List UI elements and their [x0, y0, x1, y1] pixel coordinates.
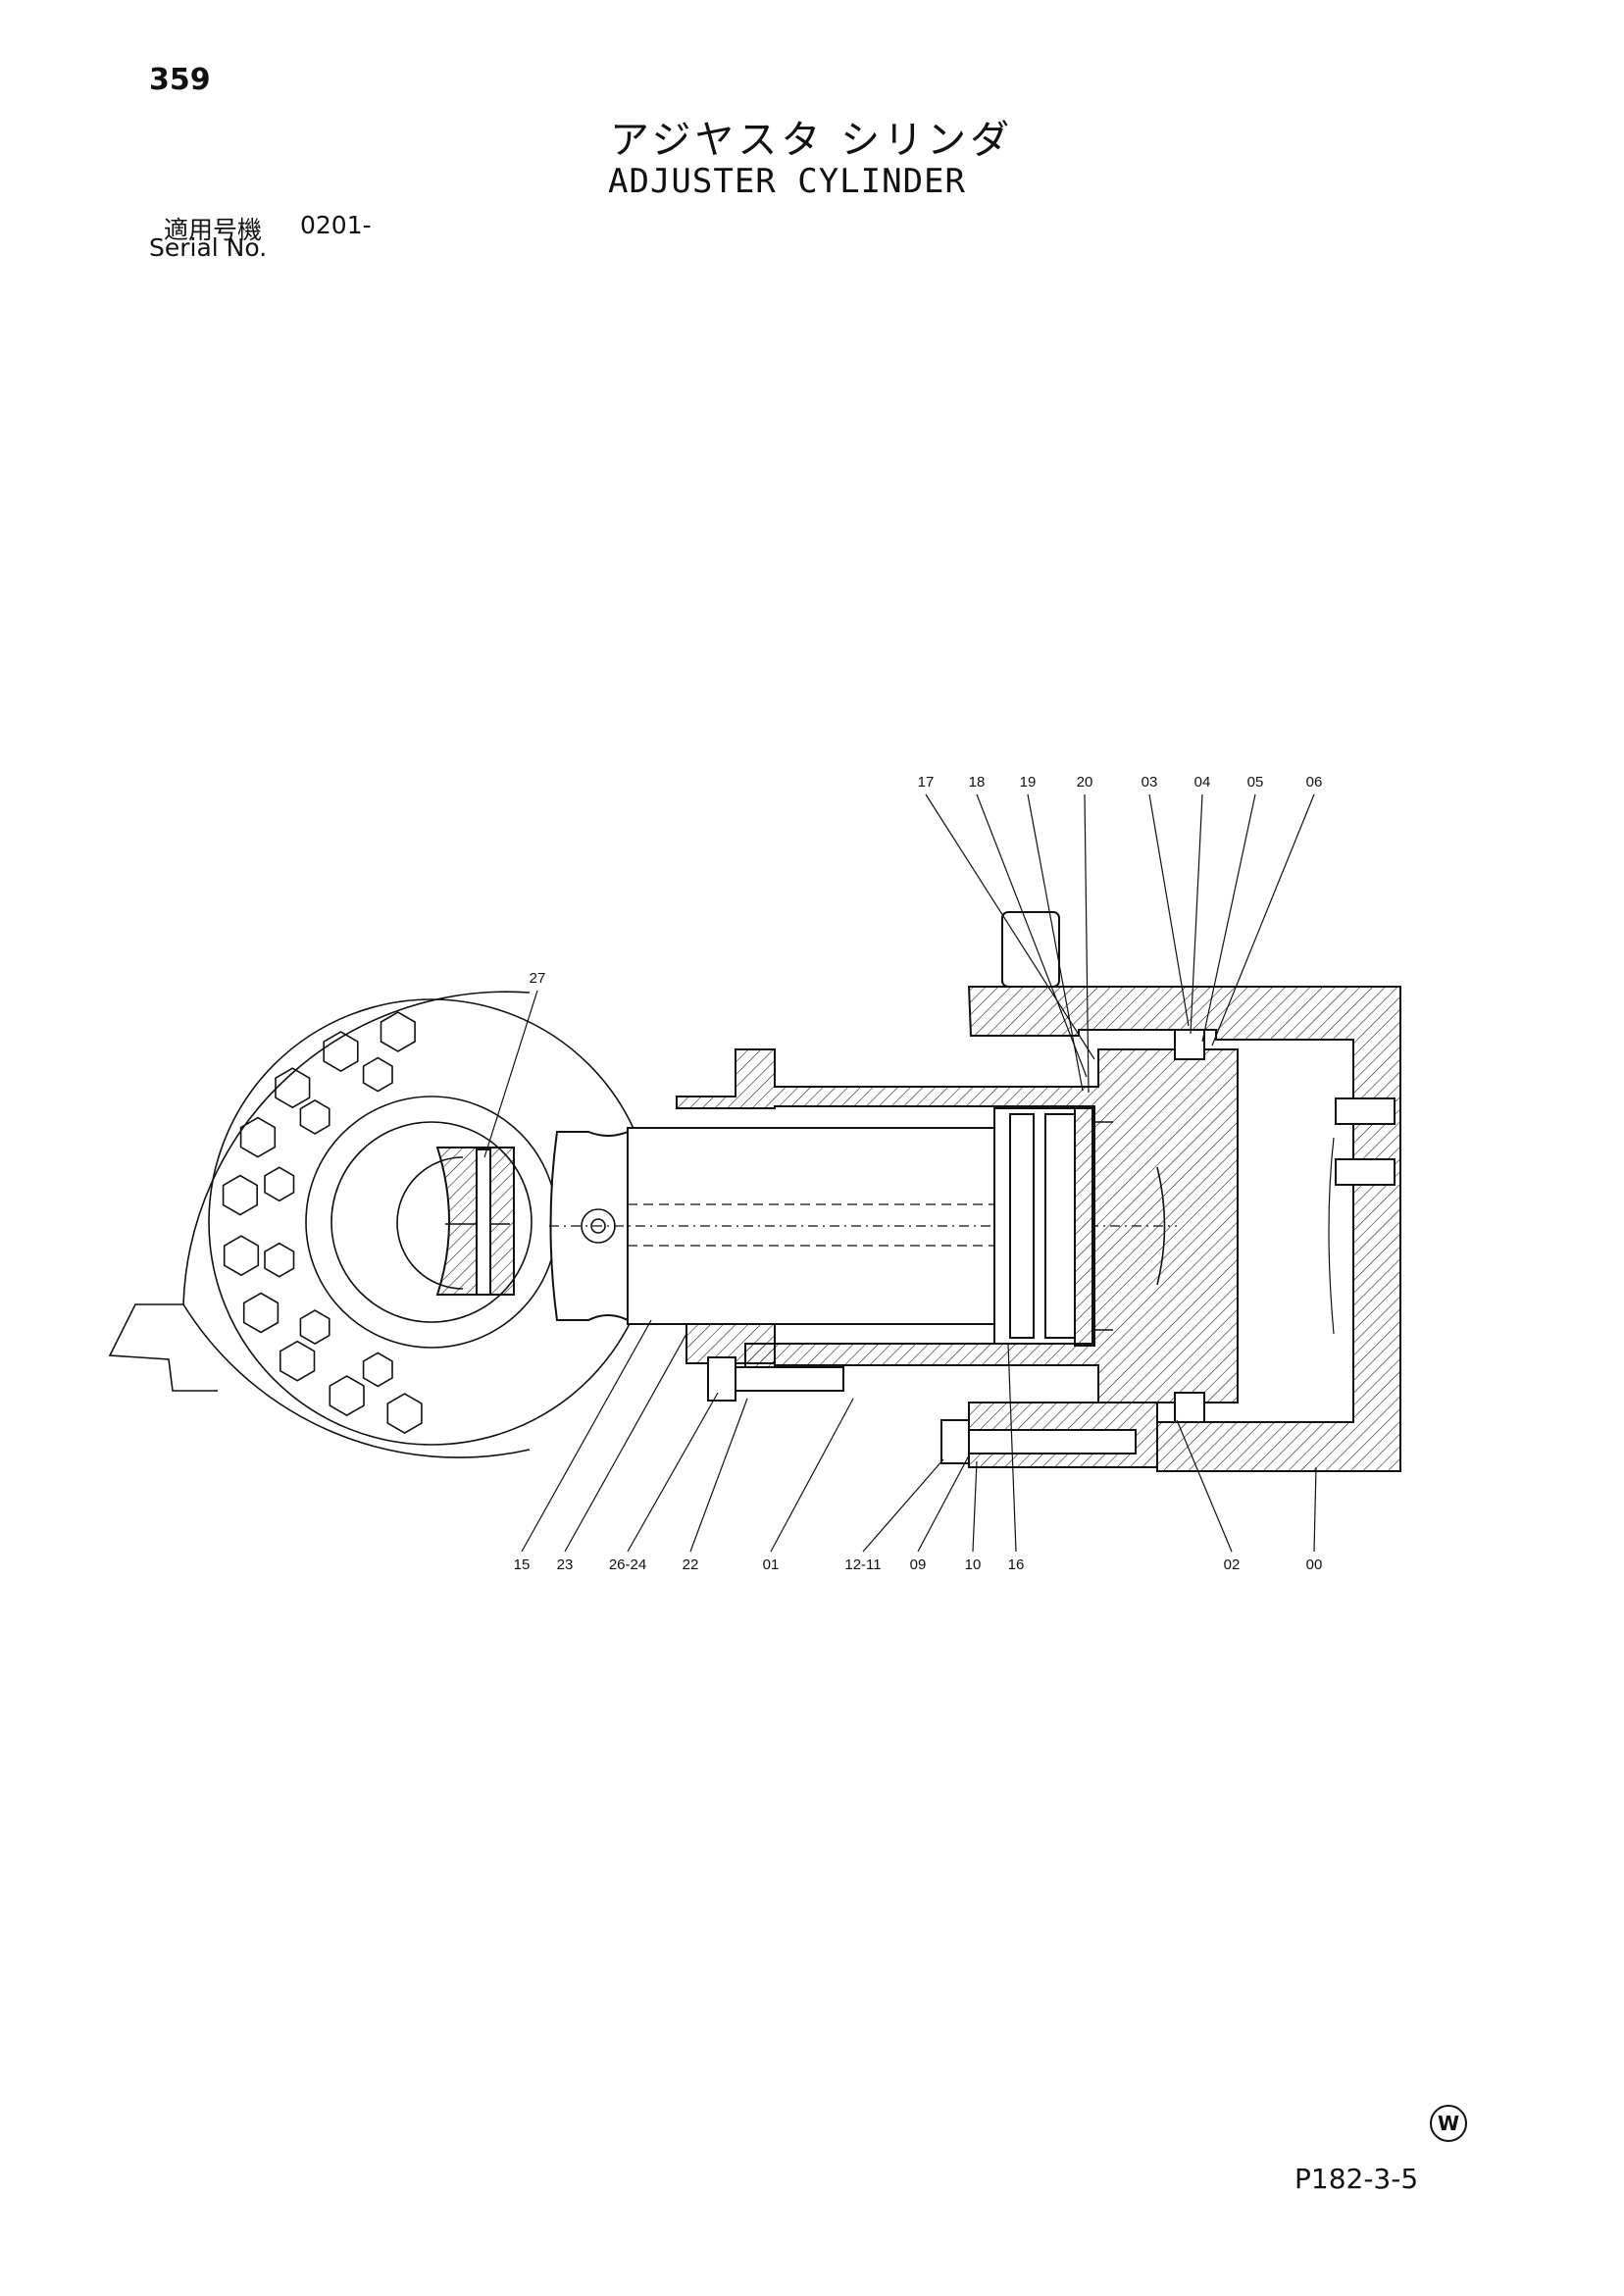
callout-label: 18 — [969, 774, 986, 791]
leader-line — [976, 793, 1088, 1078]
title-english: ADJUSTER CYLINDER — [608, 162, 966, 201]
callout-label: 01 — [763, 1556, 780, 1573]
callout-label: 04 — [1194, 774, 1211, 791]
bolt-head-icon — [362, 1352, 393, 1388]
leader-line — [1084, 793, 1090, 1094]
callout-label: 19 — [1020, 774, 1037, 791]
callout-labels-top: 17 18 19 20 03 04 05 06 — [918, 774, 1323, 791]
leader-line — [1007, 1343, 1017, 1553]
callout-label: 03 — [1142, 774, 1158, 791]
callout-label: 12-11 — [844, 1556, 881, 1573]
callout-label-27: 27 — [530, 970, 546, 987]
bolt-head-icon — [264, 1242, 295, 1278]
leader-line — [1027, 793, 1084, 1092]
page-number: 359 — [149, 63, 211, 97]
bolt-head-icon — [323, 1031, 359, 1073]
callout-label: 10 — [965, 1556, 982, 1573]
bolt-head-icon — [275, 1067, 311, 1109]
callout-label: 20 — [1077, 774, 1093, 791]
leader-line — [862, 1458, 944, 1553]
leader-line — [1201, 793, 1256, 1043]
bolt-head-icon — [242, 1292, 279, 1334]
callout-label: 23 — [557, 1556, 574, 1573]
watermark-w-symbol: W — [1430, 2105, 1467, 2142]
serial-number: 0201- — [300, 211, 372, 239]
bolts — [707, 1356, 1137, 1464]
leader-line — [521, 1319, 652, 1553]
callout-label: 22 — [683, 1556, 699, 1573]
bolt-head-icon — [362, 1056, 393, 1093]
callout-label: 15 — [514, 1556, 531, 1573]
idler-wheel — [108, 991, 655, 1458]
page-code: P182-3-5 — [1294, 2163, 1419, 2195]
leader-line — [627, 1392, 719, 1553]
leader-line — [1148, 793, 1190, 1027]
leader-line — [689, 1398, 748, 1553]
rod-end — [549, 1130, 629, 1322]
bolt-head-icon — [223, 1235, 260, 1277]
bolt-head-icon — [264, 1166, 295, 1202]
callout-leaders — [483, 793, 1317, 1553]
leader-line — [917, 1454, 970, 1553]
bolt-head-icon — [279, 1340, 316, 1382]
callout-label: 09 — [910, 1556, 927, 1573]
callout-label: 05 — [1247, 774, 1264, 791]
serial-label-english: Serial No. — [149, 233, 268, 262]
leader-line — [1190, 793, 1203, 1035]
leader-line — [1313, 1466, 1317, 1553]
callout-label: 02 — [1224, 1556, 1241, 1573]
bolt-head-icon — [299, 1309, 330, 1346]
callout-label: 06 — [1306, 774, 1323, 791]
title-japanese: アジヤスタ シリンダ — [610, 118, 1014, 163]
leader-line — [925, 793, 1095, 1060]
callout-label: 17 — [918, 774, 935, 791]
serial-label-japanese: 適用号機 — [164, 216, 263, 244]
bolt-head-icon — [222, 1174, 259, 1216]
leader-line — [483, 990, 538, 1158]
callout-label: 26-24 — [609, 1556, 646, 1573]
leader-line — [972, 1460, 978, 1553]
leader-line — [770, 1398, 854, 1553]
bolt-head-icon — [329, 1375, 365, 1417]
leader-line — [1211, 793, 1315, 1046]
bolt-head-icon — [239, 1116, 277, 1158]
callout-label: 16 — [1008, 1556, 1025, 1573]
piston — [993, 1105, 1113, 1347]
leader-line — [564, 1333, 687, 1553]
wheel-bolt-heads — [222, 1011, 423, 1435]
bolt-head-icon — [386, 1393, 423, 1435]
callout-labels-bottom: 15 23 26-24 22 01 12-11 09 10 16 02 00 — [514, 1556, 1323, 1573]
leader-line — [1176, 1419, 1233, 1553]
center-pin — [435, 1147, 515, 1296]
bolt-head-icon — [299, 1098, 330, 1135]
bolt-head-icon — [380, 1011, 416, 1052]
callout-label: 00 — [1306, 1556, 1323, 1573]
